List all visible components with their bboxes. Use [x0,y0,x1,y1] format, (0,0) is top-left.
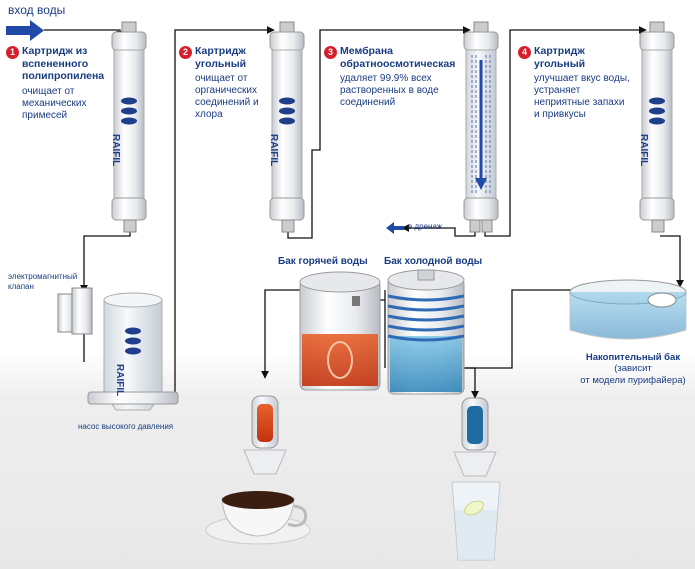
hot-water-tank[interactable] [299,271,381,391]
cartridge-1[interactable] [111,21,147,233]
brand-label-4: RAIFIL [638,134,649,167]
brand-label-pump: RAIFIL [114,364,125,397]
ro-membrane[interactable] [463,21,499,233]
brand-label-2: RAIFIL [268,134,279,167]
drain-arrow-icon [386,222,404,234]
step-2-badge: 2 [179,46,192,59]
solenoid-valve[interactable] [57,287,93,335]
raifil-logo-icon [279,97,295,125]
coffee-cup-icon [205,491,311,545]
step-4-badge: 4 [518,46,531,59]
step-1-badge: 1 [6,46,19,59]
water-glass-icon [451,481,501,561]
drain-label: в дренаж [408,222,443,231]
storage-tank[interactable] [569,279,687,340]
cartridge-2[interactable] [269,21,305,233]
cooling-coil-icon [387,294,465,342]
brand-label-1: RAIFIL [110,134,121,167]
raifil-logo-icon [649,97,665,125]
raifil-logo-icon [125,327,141,355]
cold-water-tank[interactable] [387,269,465,395]
cold-tank-label: Бак холодной воды [384,256,483,267]
cold-dispenser[interactable] [453,397,497,477]
raifil-logo-icon [121,97,137,125]
inlet-label: вход воды [8,3,66,17]
membrane-layers [471,55,491,195]
hot-tank-label: Бак горячей воды [278,256,368,267]
flow-down-arrow-icon [475,178,487,190]
pump-label: насос высокого давления [78,422,174,431]
step-3-badge: 3 [324,46,337,59]
cartridge-4[interactable] [639,21,675,233]
inlet-arrow [6,20,44,41]
hot-dispenser[interactable] [243,395,287,475]
high-pressure-pump[interactable] [87,292,179,411]
